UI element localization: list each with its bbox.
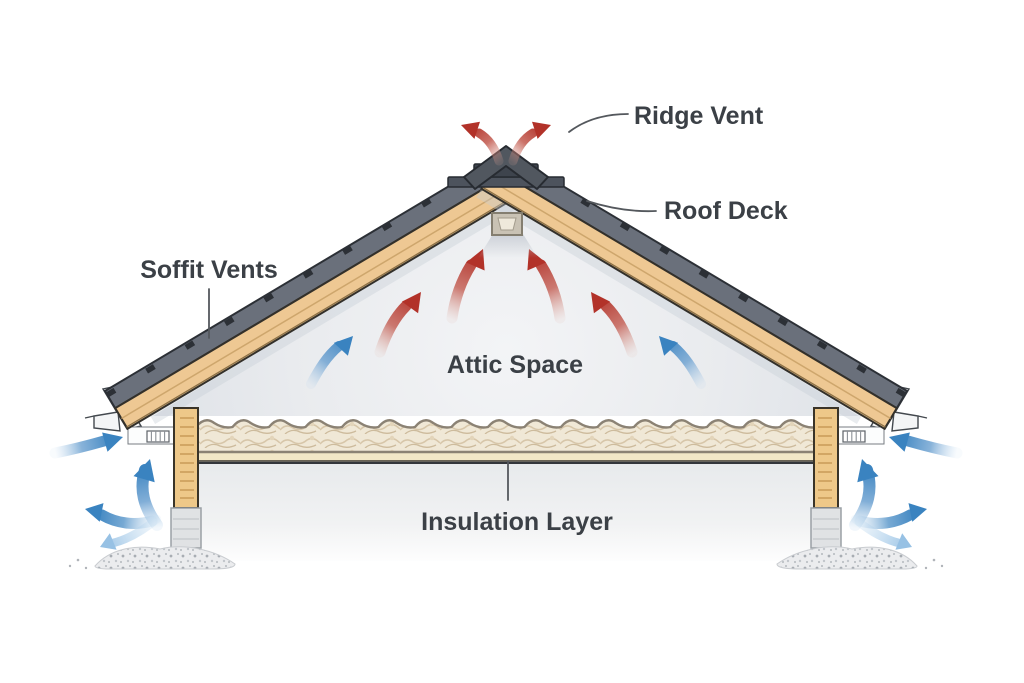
ceiling-band xyxy=(191,451,825,462)
soffit-vents-label: Soffit Vents xyxy=(140,256,278,284)
insulation-layer-label: Insulation Layer xyxy=(421,508,613,536)
roof-deck-label: Roof Deck xyxy=(664,197,788,225)
vent-light-cone xyxy=(478,234,538,258)
ridge-vent-leader xyxy=(568,113,629,133)
roof-deck-leader xyxy=(586,200,657,213)
interior-wall xyxy=(198,461,814,561)
ridge-vent-cap xyxy=(447,145,565,190)
ridge-vent-label: Ridge Vent xyxy=(634,102,764,130)
attic-peak-vent-box xyxy=(491,212,523,236)
attic-space-label: Attic Space xyxy=(447,351,583,379)
insulation-batting xyxy=(194,419,818,454)
